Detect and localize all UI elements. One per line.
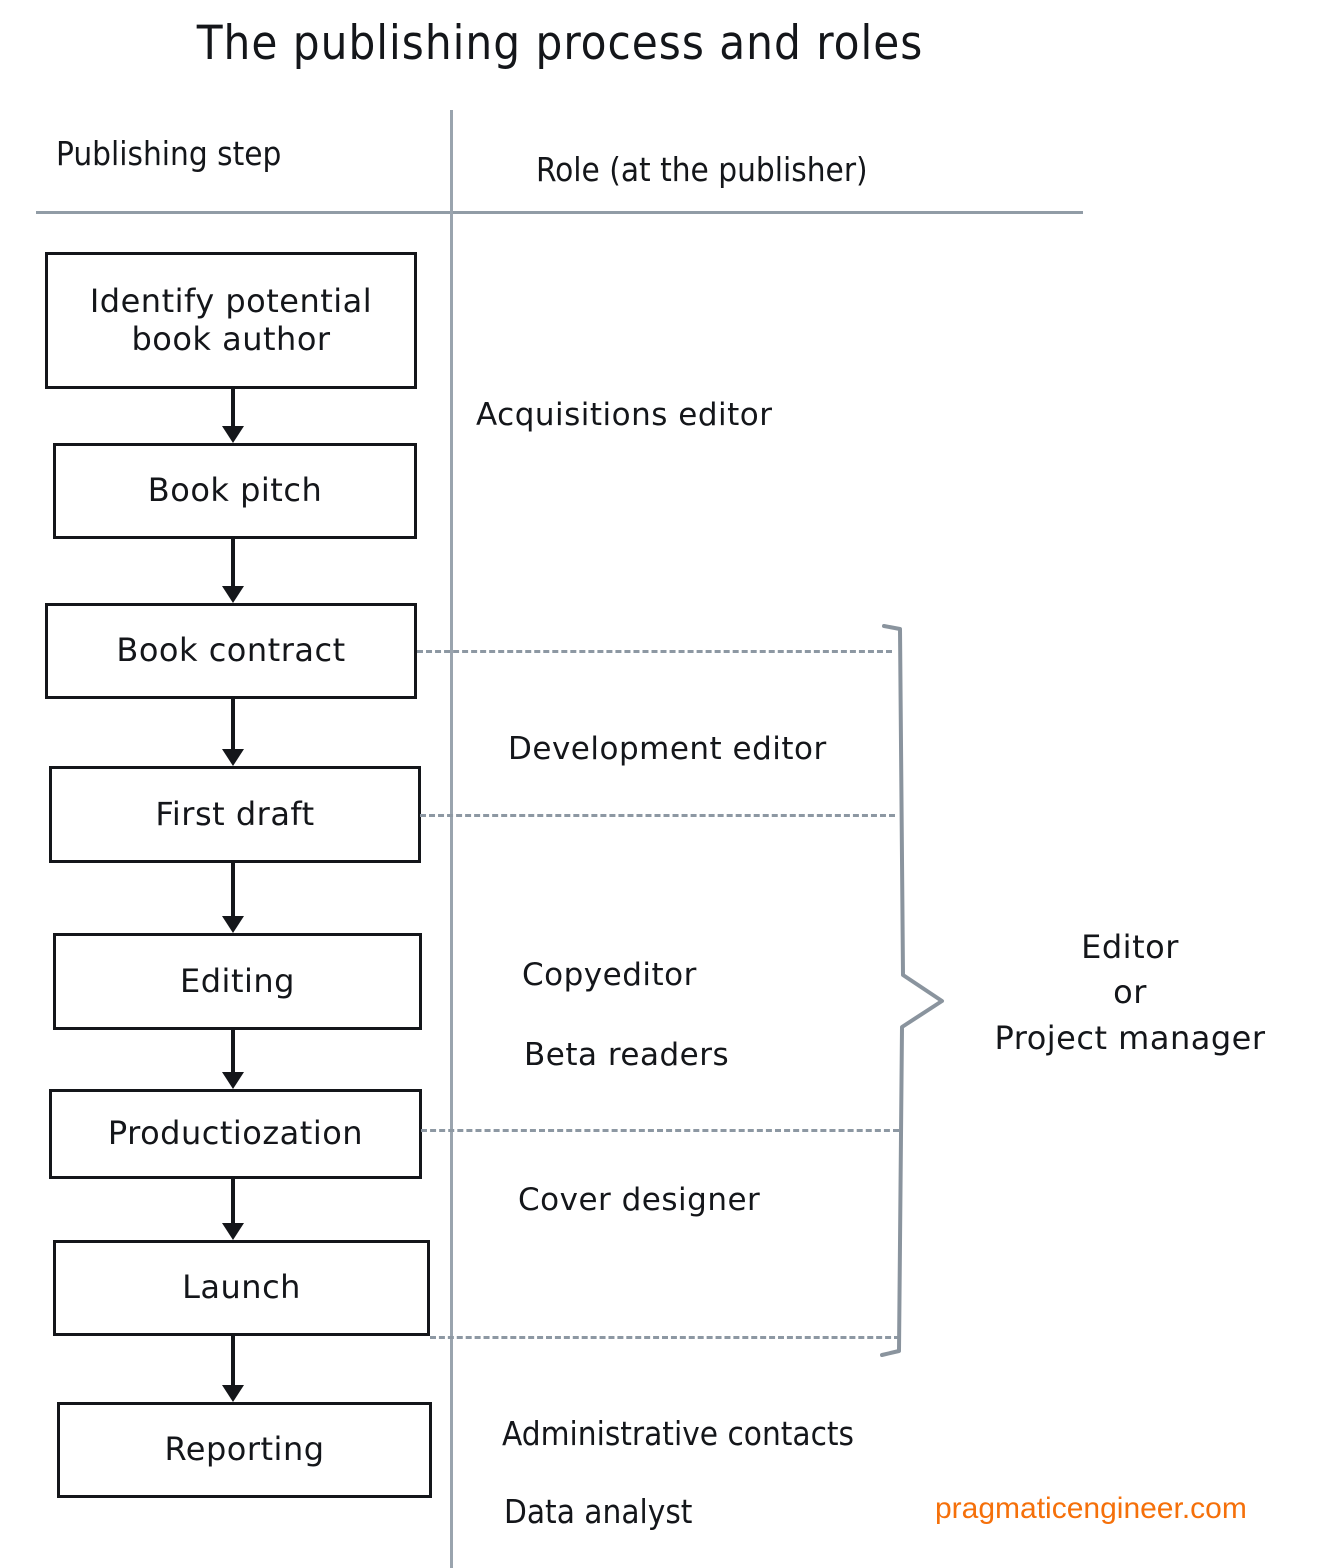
dashed-connector-first-draft <box>420 814 895 817</box>
arrow-down-icon <box>222 539 244 603</box>
dashed-connector-launch <box>430 1336 900 1339</box>
column-header-publishing-step: Publishing step <box>56 134 282 173</box>
arrow-down-icon <box>222 1336 244 1402</box>
brace-label-line-2: or <box>1113 973 1147 1012</box>
brace-label-editor-or-project-manager: Editor or Project manager <box>960 925 1300 1061</box>
step-box-label: Launch <box>182 1268 301 1307</box>
step-box-label: First draft <box>155 794 315 833</box>
role-label-acquisitions-editor: Acquisitions editor <box>476 397 773 433</box>
brace-label-line-3: Project manager <box>994 1018 1266 1057</box>
dashed-connector-production <box>421 1129 899 1132</box>
brace-label-line-1: Editor <box>1081 928 1179 966</box>
page-title: The publishing process and roles <box>196 16 924 71</box>
step-box-label: Reporting <box>164 1430 325 1469</box>
step-box-pitch[interactable]: Book pitch <box>53 443 417 539</box>
step-box-label: Editing <box>180 961 295 1000</box>
arrow-down-icon <box>222 863 244 933</box>
step-box-contract[interactable]: Book contract <box>45 603 417 699</box>
role-label-beta-readers: Beta readers <box>524 1037 730 1073</box>
step-box-label: Productiozation <box>107 1114 364 1153</box>
step-box-first-draft[interactable]: First draft <box>49 766 421 863</box>
arrow-down-icon <box>222 389 244 443</box>
role-label-administrative-contacts: Administrative contacts <box>502 1414 855 1453</box>
header-divider-line <box>36 211 1083 214</box>
curly-brace-icon <box>880 624 944 1357</box>
arrow-down-icon <box>222 1030 244 1089</box>
step-box-label: Book contract <box>116 631 346 670</box>
arrow-down-icon <box>222 699 244 766</box>
role-label-development-editor: Development editor <box>508 731 827 767</box>
arrow-down-icon <box>222 1179 244 1240</box>
column-header-role: Role (at the publisher) <box>536 150 868 189</box>
dashed-connector-contract <box>417 650 892 653</box>
step-box-reporting[interactable]: Reporting <box>57 1402 432 1498</box>
step-box-production[interactable]: Productiozation <box>49 1089 422 1179</box>
role-label-cover-designer: Cover designer <box>518 1182 761 1218</box>
step-box-editing[interactable]: Editing <box>53 933 422 1030</box>
role-label-copyeditor: Copyeditor <box>522 957 697 993</box>
watermark-pragmaticengineer: pragmaticengineer.com <box>935 1492 1247 1525</box>
step-box-label: Book pitch <box>147 471 323 510</box>
role-label-data-analyst: Data analyst <box>504 1492 693 1531</box>
step-box-launch[interactable]: Launch <box>53 1240 430 1336</box>
column-divider-line <box>450 110 453 1568</box>
